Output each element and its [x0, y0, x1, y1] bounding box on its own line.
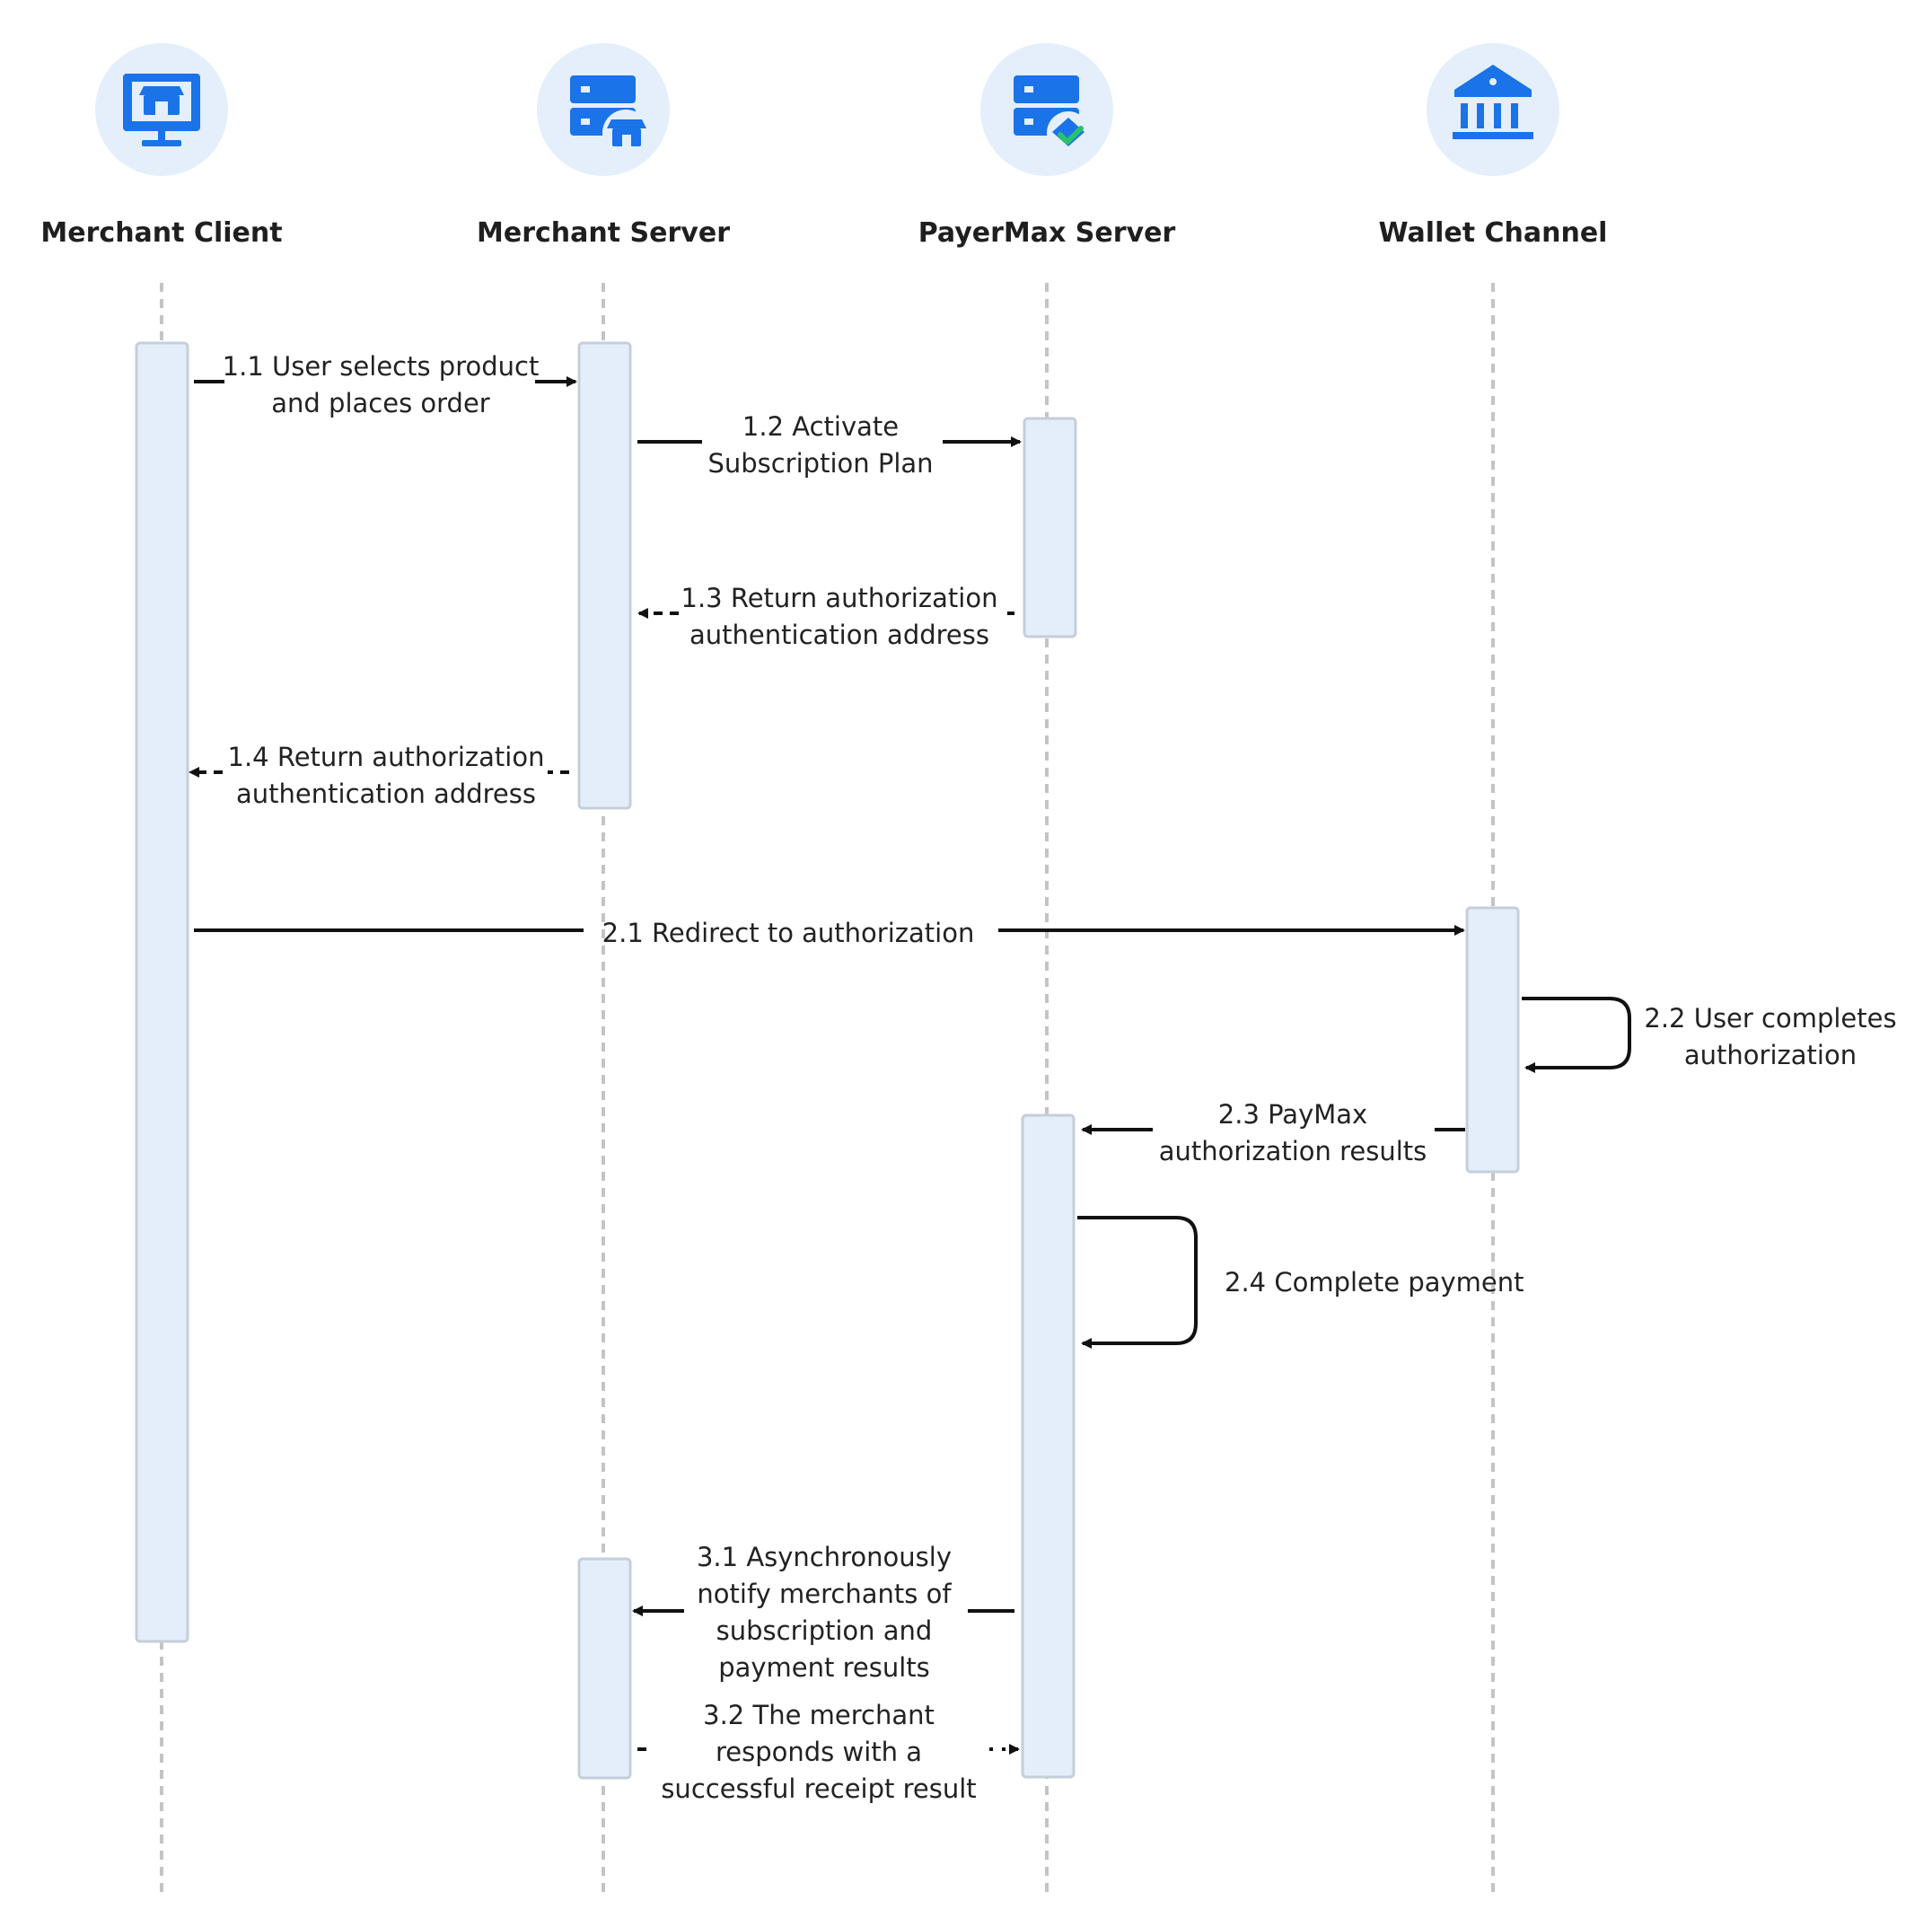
activation-bar-merchant-client: [135, 341, 189, 1643]
bank-icon: [1453, 65, 1533, 139]
activation-bar-wallet-channel: [1465, 906, 1520, 1174]
actor-payermax-server: PayerMax Server: [918, 43, 1176, 249]
icon-background: [1427, 43, 1559, 176]
actor-label: Wallet Channel: [1379, 217, 1608, 249]
actor-label: Merchant Client: [40, 217, 282, 249]
activation-bar-merchant-server: [577, 341, 632, 810]
message-label: 2.1 Redirect to authorization: [602, 918, 975, 948]
message-label: 2.4 Complete payment: [1225, 1267, 1524, 1298]
actor-label: Merchant Server: [477, 217, 730, 249]
actor-merchant-client: Merchant Client: [40, 43, 283, 249]
server-verified-icon: [1014, 75, 1090, 154]
monitor-store-icon: [123, 74, 200, 146]
activation-bar-payermax-server: [1021, 1113, 1076, 1779]
message-2-4: 2.4 Complete payment: [1077, 1216, 1524, 1349]
message-2-1: 2.1 Redirect to authorization: [194, 918, 1465, 948]
activation-bar-merchant-server: [577, 1557, 632, 1780]
actor-merchant-server: Merchant Server: [477, 43, 730, 249]
actor-wallet-channel: Wallet Channel: [1379, 43, 1608, 249]
server-store-icon: [570, 75, 649, 156]
activation-bar-payermax-server: [1023, 417, 1077, 638]
actor-label: PayerMax Server: [918, 217, 1176, 249]
